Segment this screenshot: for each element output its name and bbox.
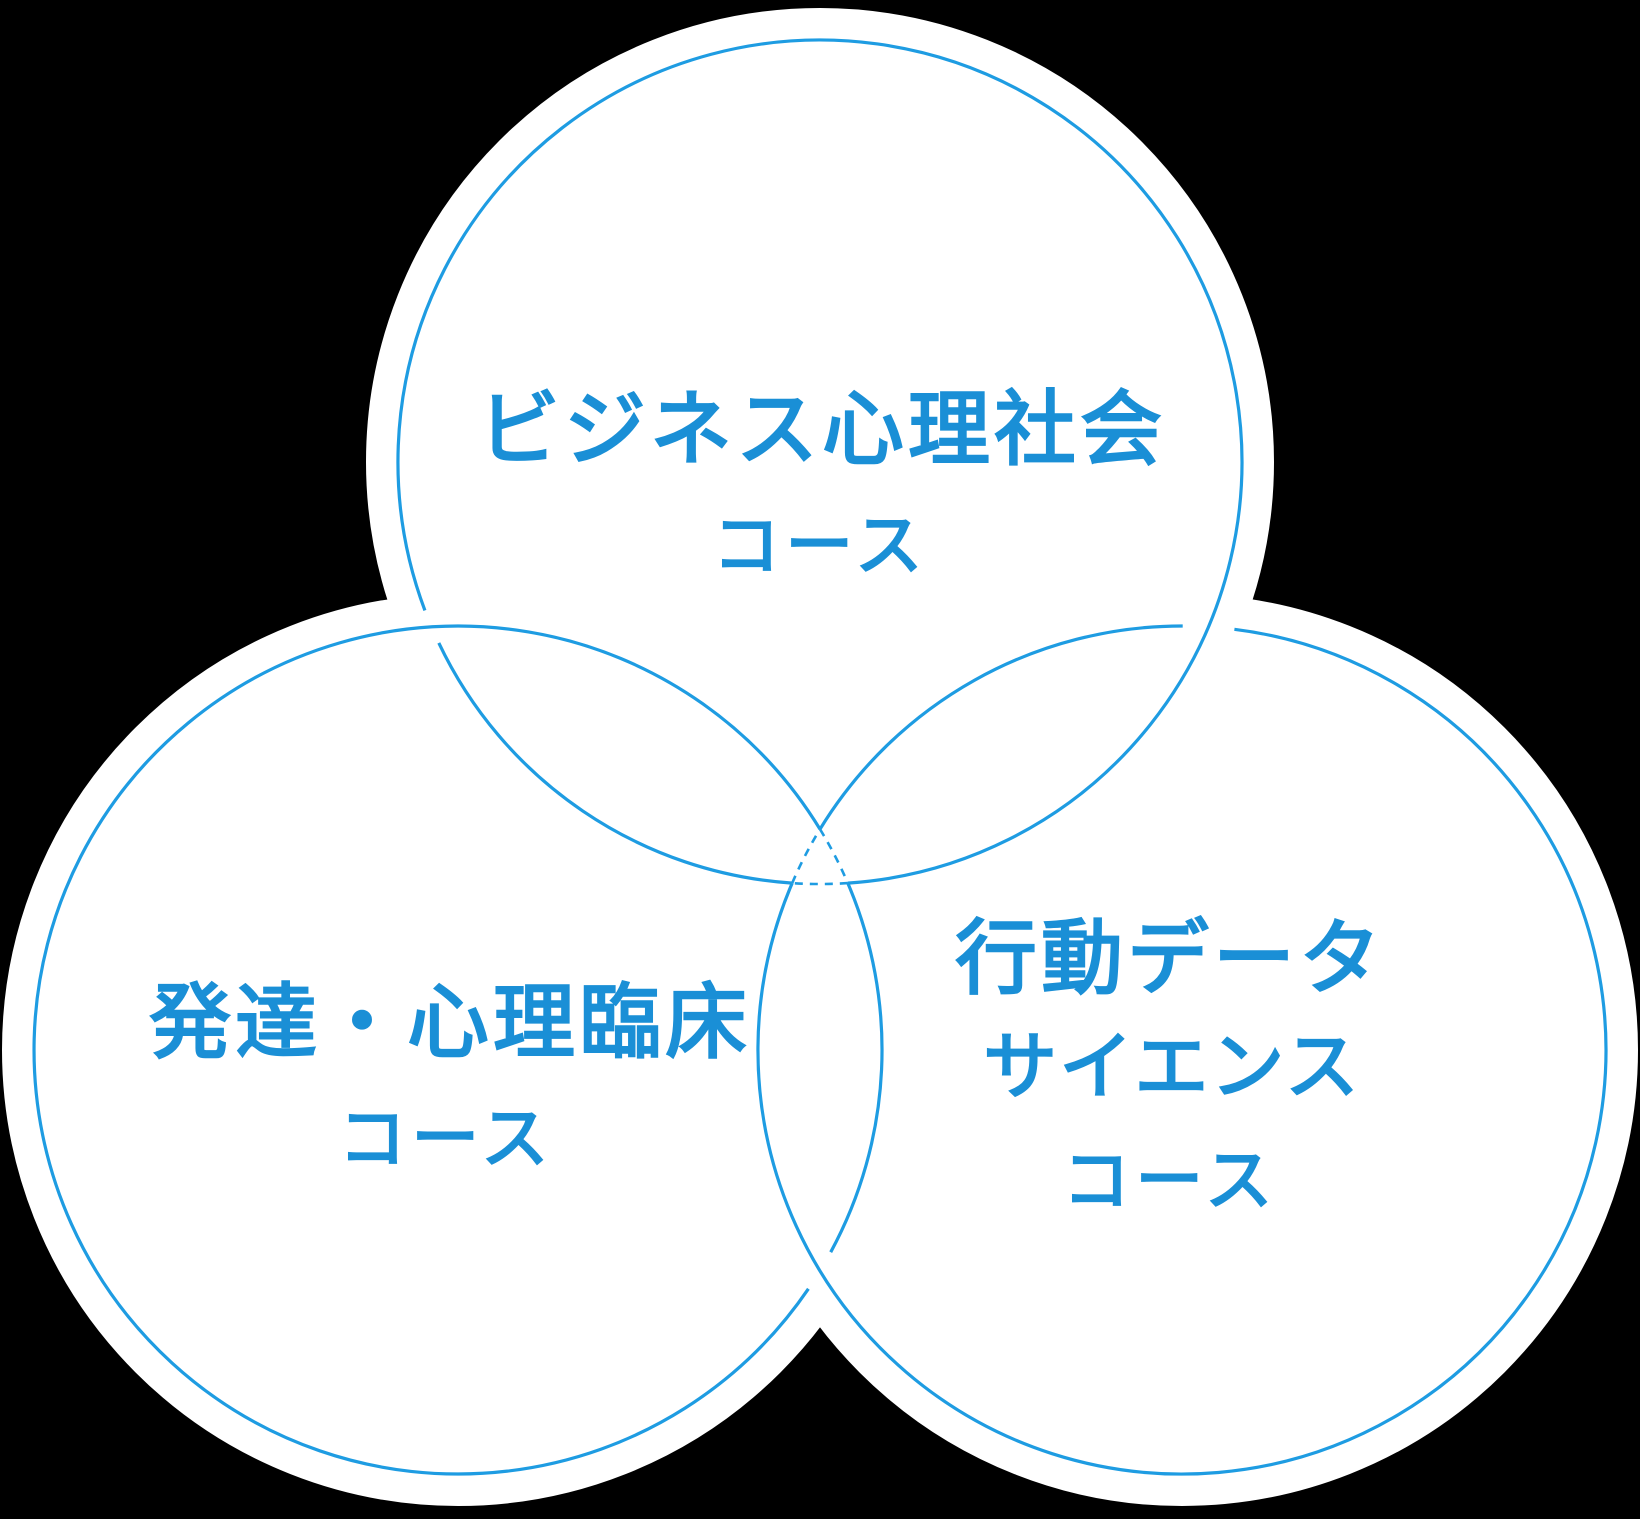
- label-development-clinical-psychology: 発達・心理臨床 コース: [149, 978, 751, 1178]
- behavioral-course-label-line2: サイエンス: [983, 1027, 1361, 1109]
- top-circle-outline-main-arc: [396, 38, 1244, 885]
- center-intersection-triangle: [791, 828, 849, 886]
- behavioral-course-label-line1: 行動データ: [955, 914, 1385, 1005]
- circle-outlines: [32, 38, 1608, 1476]
- business-course-label-line2: コース: [712, 508, 928, 584]
- label-behavioral-data-science: 行動データ サイエンス コース: [955, 914, 1385, 1220]
- left-circle-outline-inner-arc: [829, 882, 884, 1253]
- left-circle-outline-main-arc: [32, 624, 822, 1476]
- right-circle-outline-inner-arc: [818, 624, 1183, 831]
- label-business-psychology-society: ビジネス心理社会 コース: [478, 385, 1166, 585]
- business-course-label-line1: ビジネス心理社会: [478, 385, 1166, 476]
- circle-halos: [2, 8, 1638, 1506]
- right-circle-outline-main-arc: [756, 627, 1608, 1476]
- development-course-label-line1: 発達・心理臨床: [149, 978, 751, 1069]
- top-circle-outline-lens-arc: [437, 642, 793, 885]
- triangle-left-edge: [791, 828, 822, 884]
- behavioral-course-label-line3: コース: [1062, 1143, 1278, 1219]
- development-course-label-line2: コース: [338, 1101, 554, 1177]
